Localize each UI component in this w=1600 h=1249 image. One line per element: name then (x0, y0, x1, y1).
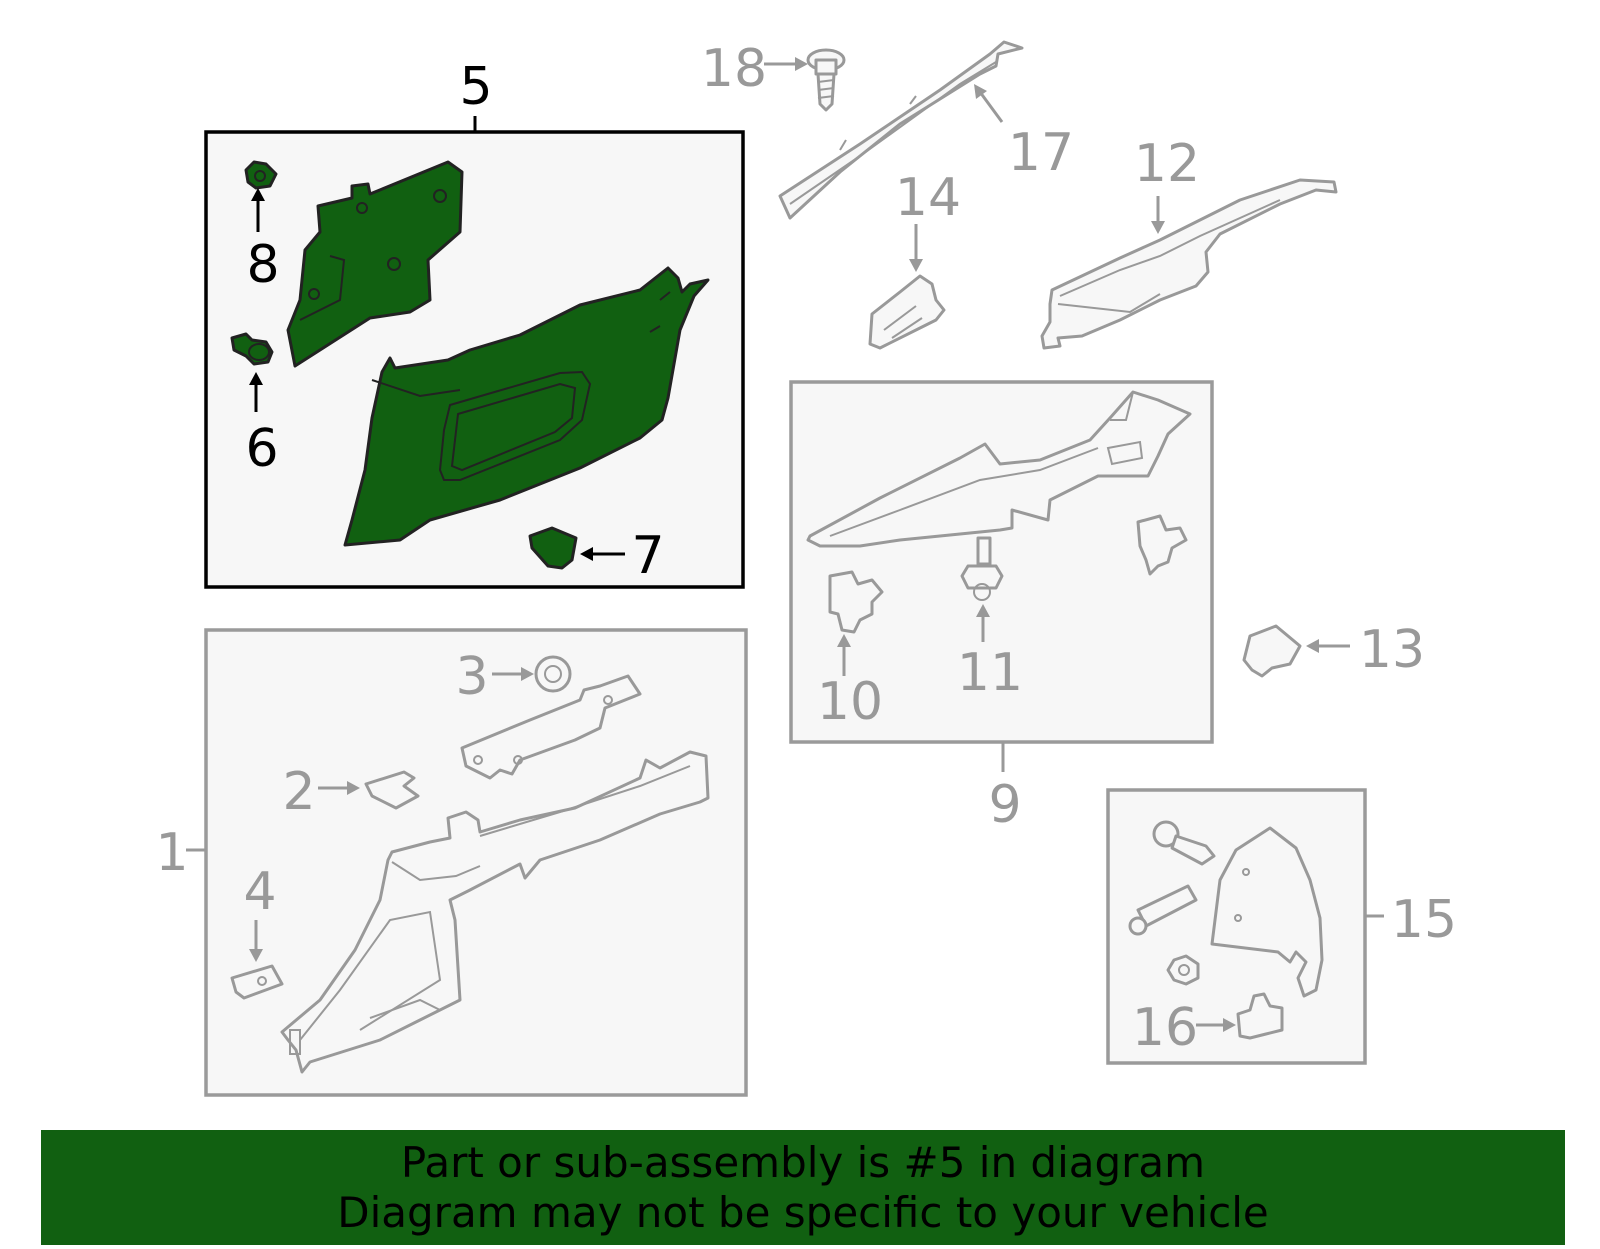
callout-10[interactable]: 10 (817, 672, 883, 732)
callout-8[interactable]: 8 (246, 235, 279, 295)
callout-7[interactable]: 7 (631, 526, 664, 586)
banner-line-1: Part or sub-assembly is #5 in diagram (400, 1137, 1206, 1187)
part-9-retainer-clip[interactable] (1136, 514, 1188, 576)
part-13-cap[interactable] (1242, 624, 1302, 678)
part-9-sill-trim[interactable] (806, 390, 1192, 548)
callout-14[interactable]: 14 (895, 168, 961, 228)
part-1-mounting-bracket[interactable] (460, 674, 642, 780)
callout-9[interactable]: 9 (988, 775, 1021, 835)
part-7-trim-bracket[interactable] (528, 526, 578, 570)
callout-4[interactable]: 4 (243, 862, 276, 922)
banner-line-2: Diagram may not be specific to your vehi… (337, 1187, 1269, 1237)
callout-5[interactable]: 5 (459, 57, 492, 117)
part-15-clip-pin[interactable] (1128, 884, 1198, 936)
part-18-screw[interactable] (806, 48, 846, 112)
part-14-bracket[interactable] (868, 274, 946, 350)
part-5-quarter-trim-panel[interactable] (343, 266, 710, 547)
callout-16[interactable]: 16 (1132, 998, 1198, 1058)
callout-2[interactable]: 2 (282, 762, 315, 822)
part-8-push-pin[interactable] (244, 160, 278, 190)
part-15-bracket-panel[interactable] (1210, 826, 1324, 998)
part-10-clip[interactable] (828, 570, 884, 634)
part-5-upper-panel[interactable] (286, 160, 464, 368)
callout-12[interactable]: 12 (1134, 134, 1200, 194)
callout-6[interactable]: 6 (245, 419, 278, 479)
callout-15[interactable]: 15 (1391, 890, 1457, 950)
info-banner: Part or sub-assembly is #5 in diagram Di… (41, 1130, 1565, 1245)
callout-13[interactable]: 13 (1359, 620, 1425, 680)
part-15-nut[interactable] (1166, 954, 1200, 986)
callout-18[interactable]: 18 (701, 39, 767, 99)
callout-3[interactable]: 3 (455, 647, 488, 707)
part-17-pillar-trim[interactable] (778, 40, 1024, 220)
callout-11[interactable]: 11 (957, 643, 1023, 703)
callout-1[interactable]: 1 (155, 823, 188, 883)
part-4-nut[interactable] (230, 964, 284, 1000)
part-6-retainer-clip[interactable] (230, 332, 274, 366)
part-12-pillar-trim[interactable] (1040, 178, 1338, 350)
part-1-quarter-trim[interactable] (280, 750, 710, 1074)
part-11-bolt[interactable] (960, 536, 1004, 601)
part-16-clip[interactable] (1236, 992, 1284, 1040)
part-3-washer[interactable] (534, 655, 572, 693)
part-2-clip[interactable] (364, 770, 420, 810)
part-15-bolt[interactable] (1152, 820, 1216, 866)
callout-17[interactable]: 17 (1008, 123, 1074, 183)
